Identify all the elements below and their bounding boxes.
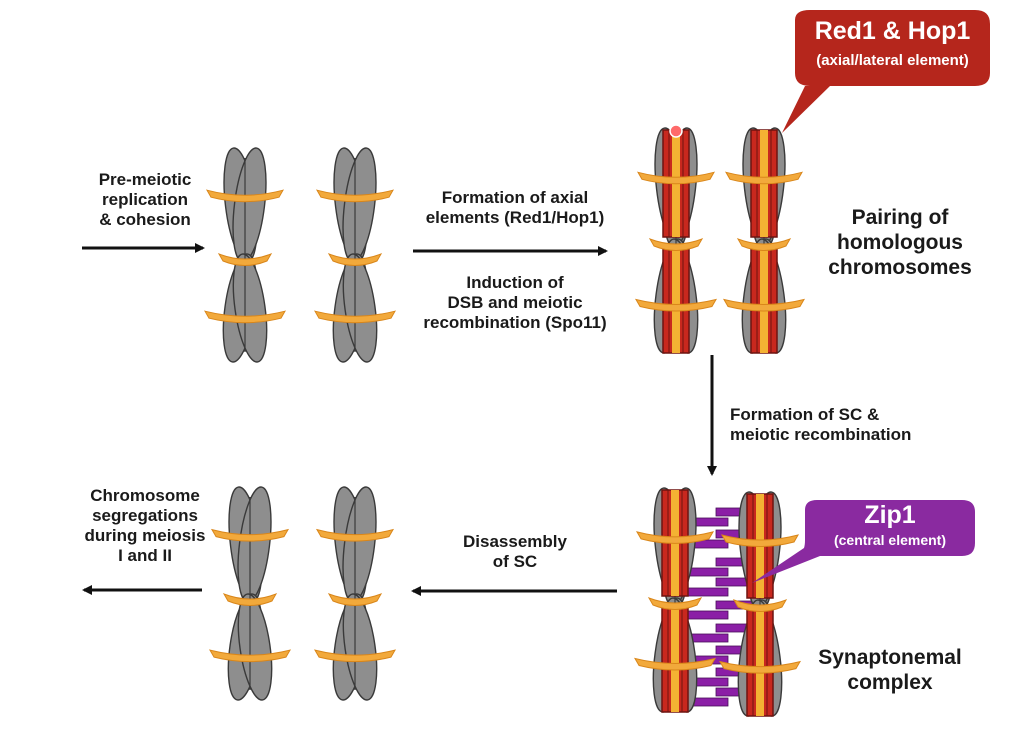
purple-callout-title: Zip1 (864, 501, 916, 529)
chromatid (237, 593, 273, 701)
cohesin-band (327, 253, 383, 266)
chromosome-icon (203, 147, 287, 363)
cohesin-band (313, 649, 397, 663)
cohesin-band (718, 660, 802, 674)
cohesin-band (648, 238, 704, 251)
axial-core (756, 610, 764, 716)
central-element-rung (687, 567, 729, 577)
cohesin-band (724, 171, 804, 185)
cohesin-band (210, 528, 290, 542)
label-disassembly: Disassembly of SC (463, 532, 567, 572)
chromosome-icon (633, 487, 717, 713)
label-synaptonemal-complex: Synaptonemal complex (818, 646, 962, 694)
cohesin-band (636, 171, 716, 185)
chromosome-icon (208, 486, 292, 701)
cohesin-band (647, 597, 703, 610)
axial-core (760, 249, 768, 353)
chromatid (342, 253, 378, 363)
cohesin-band (736, 238, 792, 251)
chromosome-icon (634, 127, 718, 354)
cohesin-band (635, 531, 715, 544)
chromosome-icon (313, 486, 397, 701)
cohesin-band (327, 593, 383, 606)
cohesin-band (205, 189, 285, 203)
label-pairing: Pairing of homologous chromosomes (828, 206, 972, 279)
cohesin-band (315, 528, 395, 542)
cohesin-band (208, 649, 292, 663)
chromosome-icon (718, 491, 802, 717)
chromatid (232, 253, 268, 363)
chromosome-icon (313, 147, 397, 363)
cohesin-band (315, 189, 395, 203)
chromatid (342, 593, 378, 701)
zip1-callout (752, 500, 975, 583)
axial-tip-marker (669, 124, 683, 138)
label-sc-formation: Formation of SC & meiotic recombination (730, 405, 912, 445)
red1-hop1-callout (782, 10, 990, 133)
central-element-rung (687, 610, 729, 620)
cohesin-band (222, 593, 278, 606)
label-segregation: Chromosome segregations during meiosis I… (84, 486, 206, 566)
label-dsb-induction: Induction of DSB and meiotic recombinati… (423, 273, 607, 333)
central-element-rung (687, 633, 729, 643)
cohesin-band (217, 253, 273, 266)
cohesin-band (634, 298, 718, 312)
label-axial-formation: Formation of axial elements (Red1/Hop1) (425, 188, 605, 228)
cohesin-band (203, 310, 287, 324)
label-replication: Pre-meiotic replication & cohesion (98, 170, 192, 230)
purple-callout-subtitle: (central element) (833, 532, 947, 548)
cohesin-band (633, 657, 717, 671)
red-callout-subtitle: (axial/lateral element) (816, 52, 969, 69)
central-element-rung (687, 587, 729, 597)
cohesin-band (720, 534, 800, 547)
chromosome-icon (722, 127, 806, 354)
axial-core (671, 608, 679, 712)
red-callout-title: Red1 & Hop1 (814, 17, 971, 45)
cohesin-band (732, 599, 788, 612)
cohesin-band (722, 298, 806, 312)
cohesin-band (313, 310, 397, 324)
axial-core (672, 249, 680, 353)
